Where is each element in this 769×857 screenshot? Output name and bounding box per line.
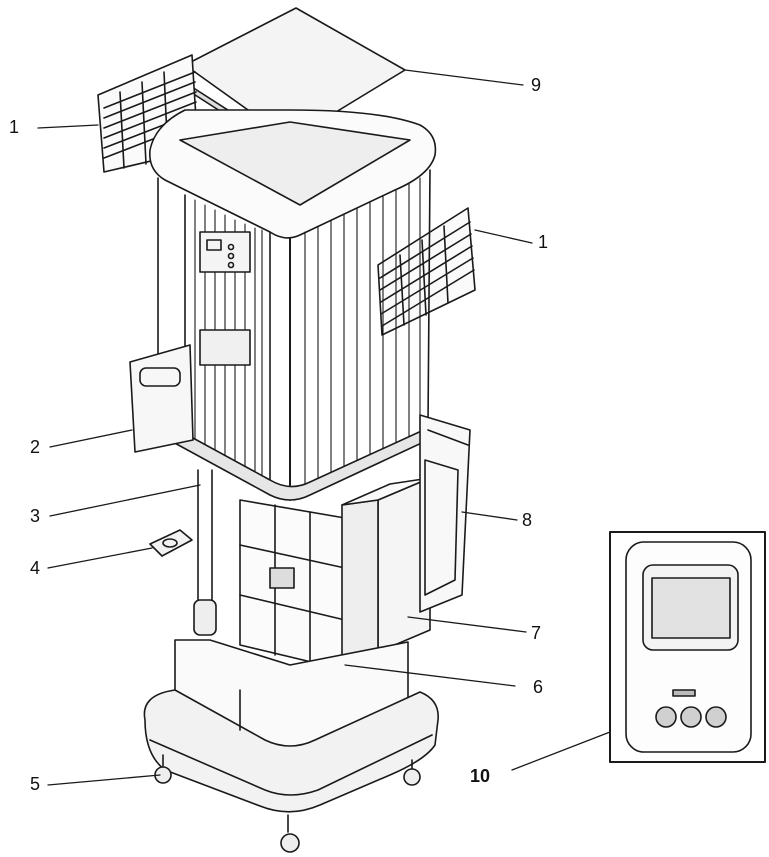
callout-8: 8	[522, 510, 533, 530]
callout-1-left: 1	[9, 117, 20, 137]
part-4-clip	[149, 529, 193, 557]
part-2-side-bin	[129, 344, 194, 453]
callout-3: 3	[30, 506, 41, 526]
part-3-pipe	[193, 469, 217, 636]
part-6-cooling-frame	[239, 499, 346, 671]
callout-1-right: 1	[538, 232, 549, 252]
callout-7: 7	[531, 623, 542, 643]
part-8-side-panel	[419, 414, 471, 613]
part-1-right-grille	[377, 207, 476, 336]
callout-5: 5	[30, 774, 41, 794]
part-5-casters	[154, 754, 421, 853]
callout-4: 4	[30, 558, 41, 578]
part-10-control-panel-inset	[609, 531, 766, 763]
part-7-water-tank	[341, 477, 431, 657]
main-housing	[148, 109, 437, 501]
callout-2: 2	[30, 437, 41, 457]
base-tray	[143, 639, 439, 813]
callout-6: 6	[533, 677, 544, 697]
callout-10: 10	[470, 766, 491, 786]
leader-lines	[37, 69, 611, 786]
caster-wheel-right	[403, 759, 421, 786]
callout-9: 9	[531, 75, 542, 95]
caster-wheel-front	[280, 814, 300, 853]
